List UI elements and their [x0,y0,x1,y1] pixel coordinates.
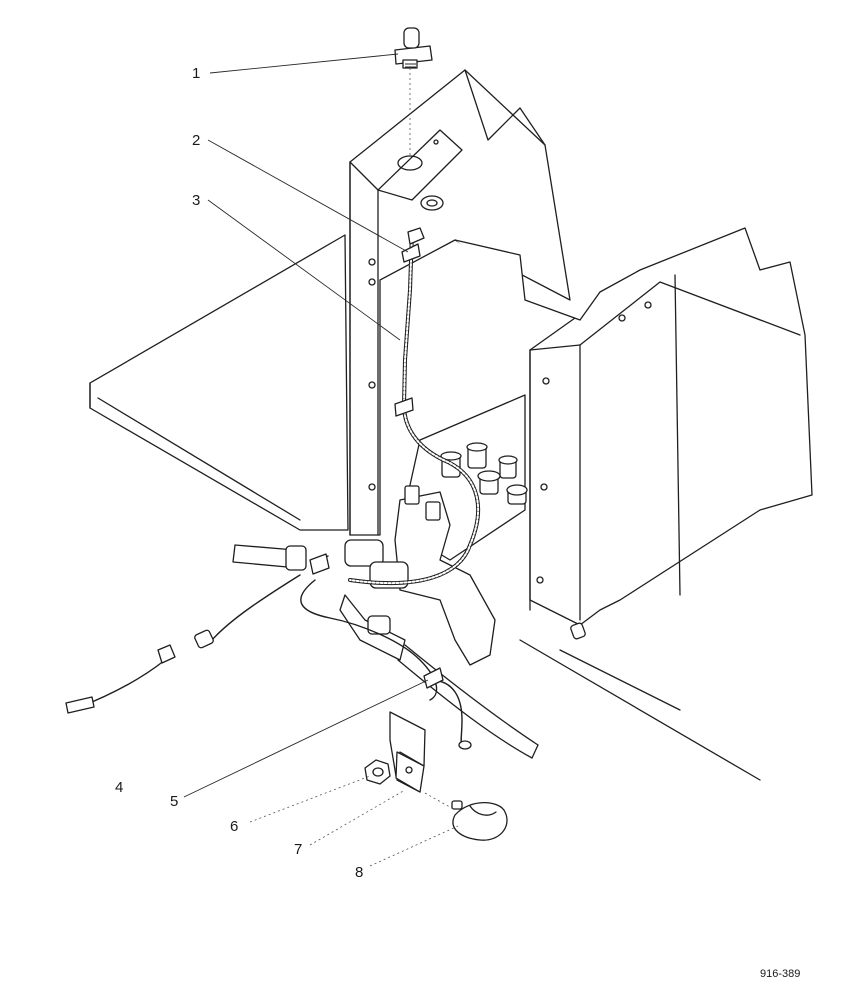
figure-code: 916-389 [760,968,800,980]
callout-8: 8 [355,864,363,881]
rear-upright-panel [349,69,571,536]
callout-4: 4 [115,779,123,796]
callout-6: 6 [230,818,238,835]
fitting-nut [570,622,586,640]
callout-1: 1 [192,65,200,82]
callout-3: 3 [192,192,200,209]
front-side-panel [454,227,813,626]
cable-clip [394,227,425,417]
pressure-switch [394,27,433,160]
hydraulic-hose [397,644,539,759]
mounting-bracket [389,711,426,793]
wiring-harness-cable [348,230,481,586]
callout-2: 2 [192,132,200,149]
switch-body [232,485,496,666]
callout-labels: 1 2 3 4 5 6 7 8 [115,65,363,881]
callout-7: 7 [294,841,302,858]
tie-wrap [309,553,444,689]
hex-nut [364,759,391,785]
grommet [420,195,444,211]
callout-5: 5 [170,793,178,810]
floor-plate [89,234,761,781]
leader-lines [183,53,459,867]
control-knob [451,800,508,841]
